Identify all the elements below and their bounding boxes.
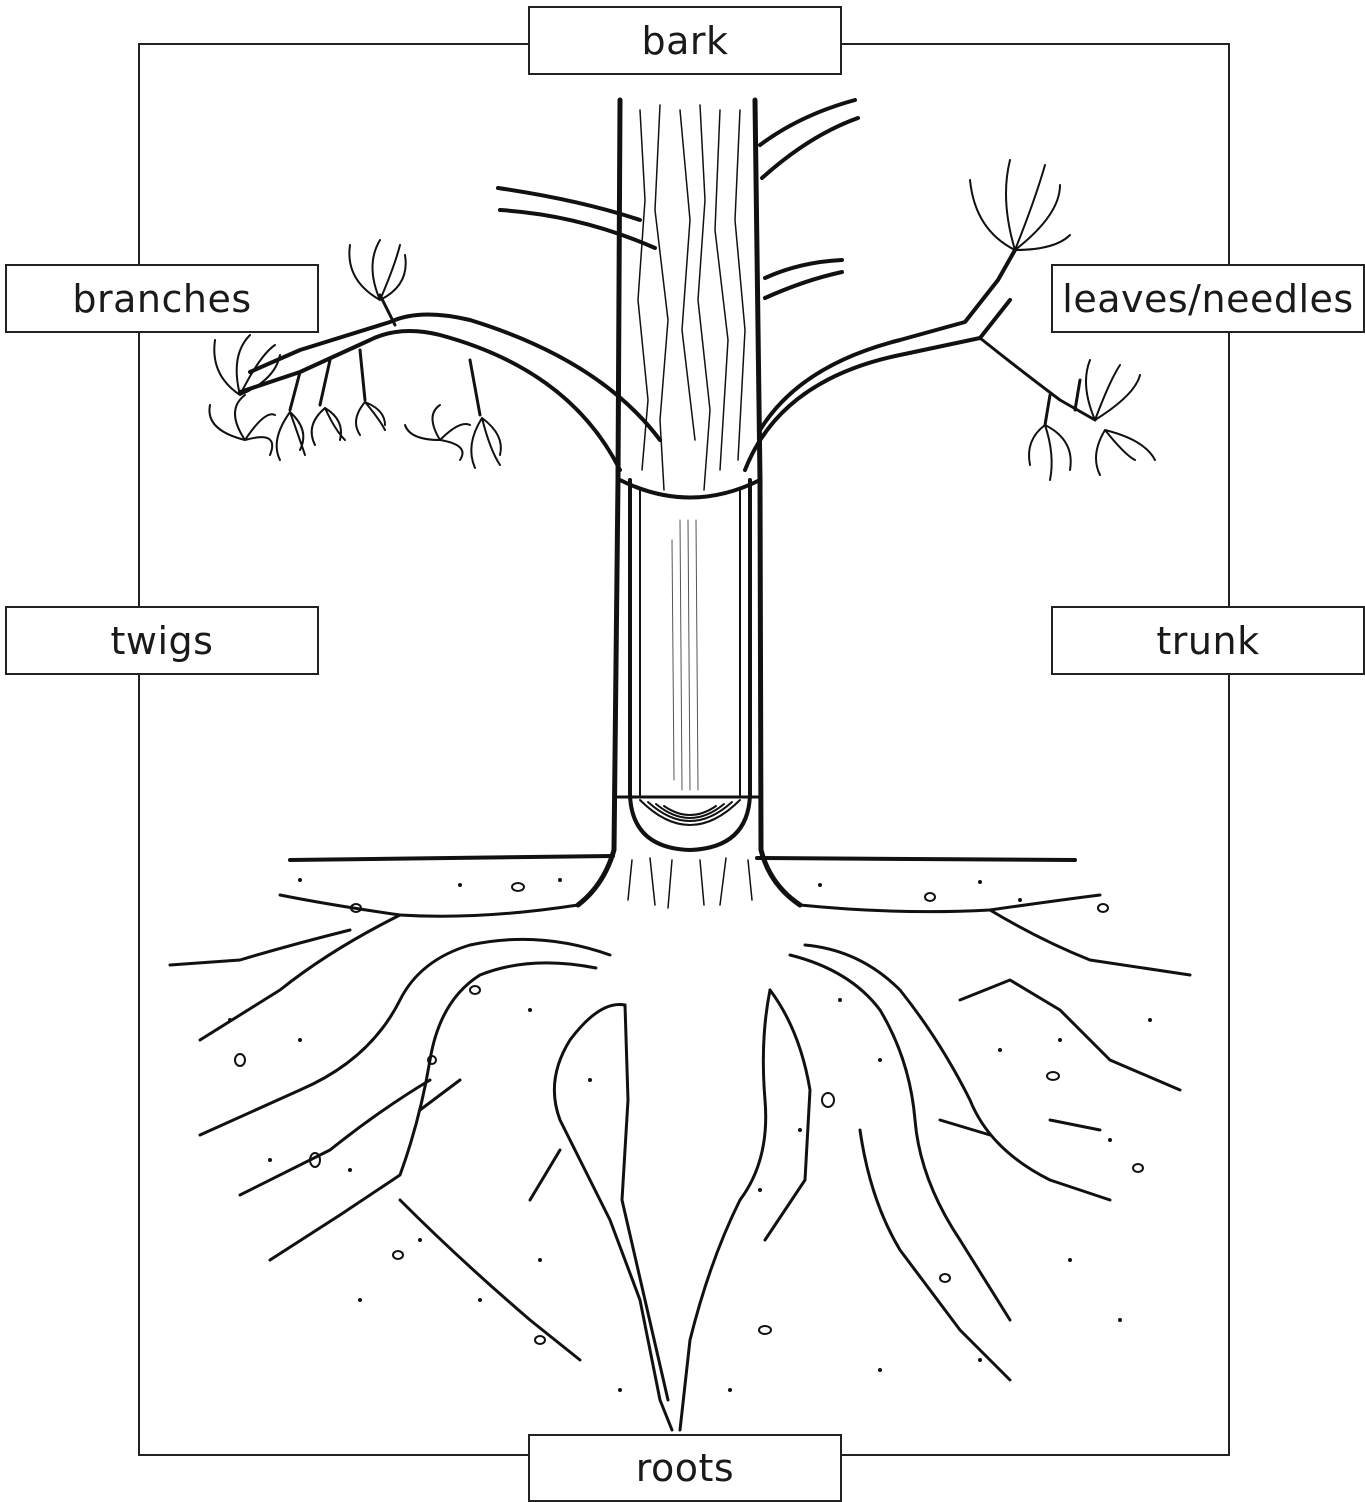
label-bark: bark xyxy=(528,6,842,75)
needle-cluster xyxy=(970,160,1070,250)
soil-specks xyxy=(228,878,1152,1392)
roots-drawing xyxy=(170,895,1190,1430)
ground-line xyxy=(290,856,1075,860)
soil-dots xyxy=(235,883,1143,1344)
needle-cluster xyxy=(349,240,405,300)
branches-drawing xyxy=(240,100,1095,470)
needle-cluster xyxy=(356,402,385,435)
label-twigs: twigs xyxy=(5,606,319,675)
needle-cluster xyxy=(471,418,501,468)
label-branches: branches xyxy=(5,264,319,333)
needle-cluster xyxy=(405,405,470,460)
needle-cluster xyxy=(277,412,305,460)
needle-cluster xyxy=(1086,360,1140,420)
needle-cluster xyxy=(1029,425,1071,480)
label-trunk: trunk xyxy=(1051,606,1365,675)
label-leaves-needles: leaves/needles xyxy=(1051,264,1365,333)
needle-cluster xyxy=(312,408,345,445)
needle-cluster xyxy=(209,395,275,455)
needle-cluster xyxy=(1096,430,1155,475)
trunk-drawing xyxy=(578,100,800,908)
label-roots: roots xyxy=(528,1434,842,1502)
